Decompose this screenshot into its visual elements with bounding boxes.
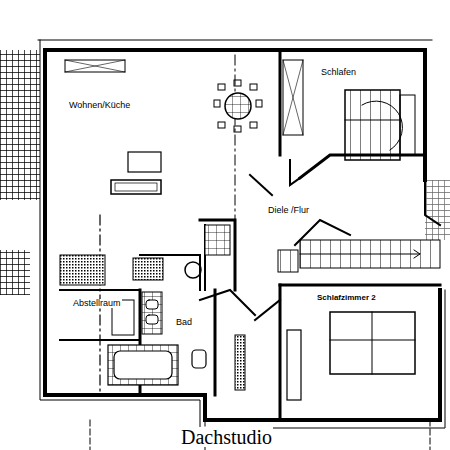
room-name: Schlafen [320,68,357,77]
room-name: Abstellraum [72,299,122,308]
room-name: Schlafzimmer 2 [316,294,377,302]
room-name: Bad [175,318,193,327]
room-name: Diele /Flur [267,206,310,215]
floor-name: Dachstudio [180,427,273,447]
room-name: Wohnen/Küche [68,101,131,110]
